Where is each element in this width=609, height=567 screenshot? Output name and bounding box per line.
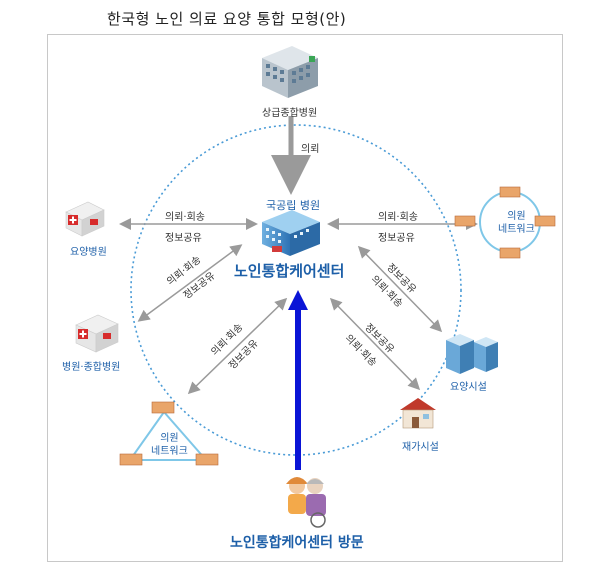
home-facility-icon <box>400 398 436 429</box>
left-link-bottom-label: 정보공유 <box>165 233 202 244</box>
top-hospital-label: 상급종합병원 <box>262 108 318 119</box>
clinic-network-left-label: 의원 네트워크 <box>151 433 188 457</box>
care-circle <box>130 124 462 456</box>
right-link-bottom-label: 정보공유 <box>378 233 415 244</box>
care-facility-label: 요양시설 <box>450 382 487 393</box>
clinic-network-right-icons <box>454 186 556 259</box>
arrow-upper-right-diag <box>357 245 443 333</box>
diagram-frame <box>47 34 563 562</box>
top-hospital-icon <box>262 46 318 98</box>
clinic-network-right-label: 의원 네트워크 <box>498 211 535 235</box>
care-facility-icon <box>446 334 498 374</box>
center-hospital-icon <box>262 210 320 256</box>
visit-arrow-head <box>288 290 308 310</box>
right-link-top-label: 의뢰·회송 <box>378 212 418 223</box>
left-link-top-label: 의뢰·회송 <box>165 212 205 223</box>
general-hospital-icon <box>75 314 119 353</box>
nursing-hospital-icon <box>65 201 105 237</box>
clinic-network-left-icons <box>119 401 219 466</box>
visitors-icon <box>286 477 326 528</box>
page-title: 한국형 노인 의료 요양 통합 모형(안) <box>107 10 347 28</box>
arrow-lower-left-diag <box>187 297 288 395</box>
nursing-hospital-label: 요양병원 <box>70 247 107 258</box>
center-hospital-label: 국공립 병원 <box>266 199 321 212</box>
arrow-lower-right-diag <box>329 297 421 391</box>
general-hospital-label: 병원·종합병원 <box>62 362 121 373</box>
clinic-network-left-triangle <box>128 410 209 461</box>
arrow-upper-left-diag <box>137 244 243 322</box>
center-name: 노인통합케어센터 <box>234 262 345 280</box>
visit-label: 노인통합케어센터 방문 <box>230 535 364 551</box>
home-facility-label: 재가시설 <box>402 442 439 453</box>
top-link-label: 의뢰 <box>301 144 320 155</box>
